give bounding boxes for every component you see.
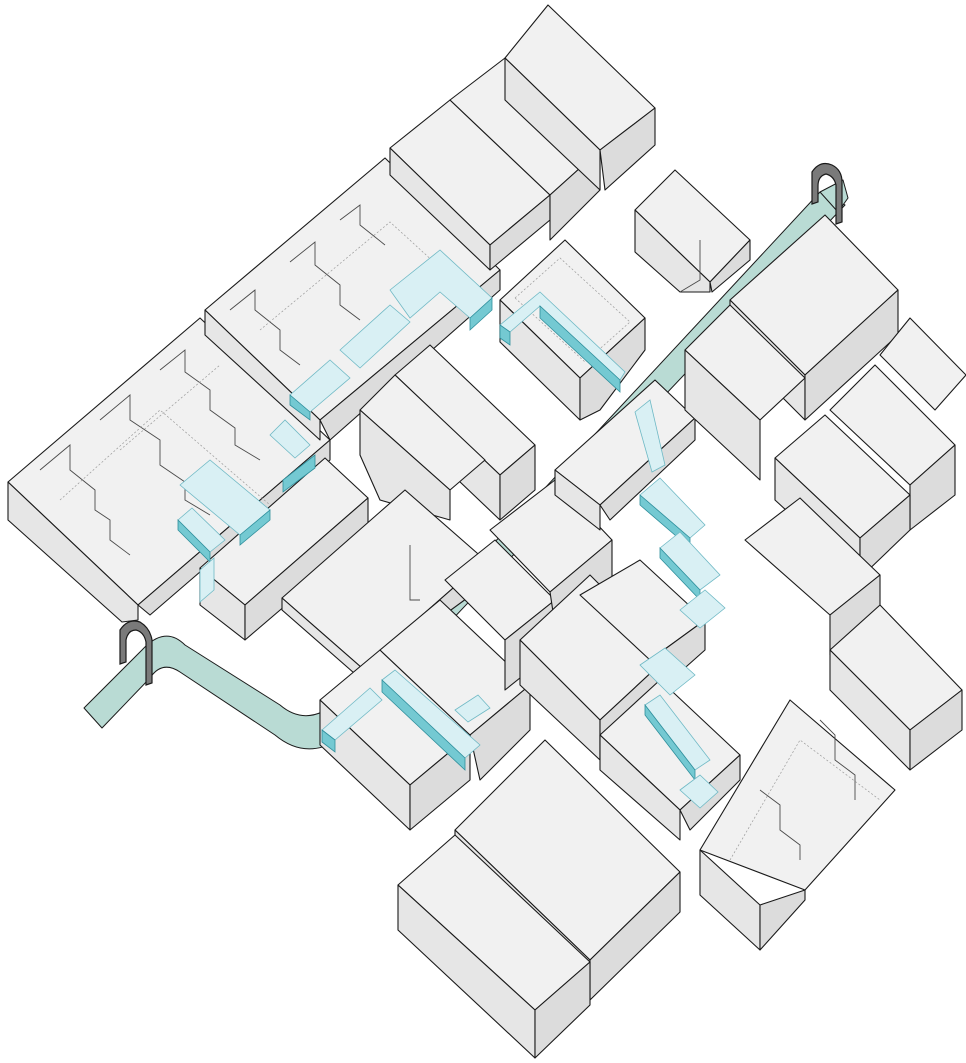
passages [177,249,726,809]
building-southeast [699,497,963,951]
building-central-west [199,344,536,681]
building-row-north [389,4,656,271]
building-small-detached [634,169,751,293]
building-northwest [204,157,501,441]
archway-gate-icon [119,620,153,686]
archway-gate-icon [811,162,843,225]
building-south-large [397,739,681,1059]
